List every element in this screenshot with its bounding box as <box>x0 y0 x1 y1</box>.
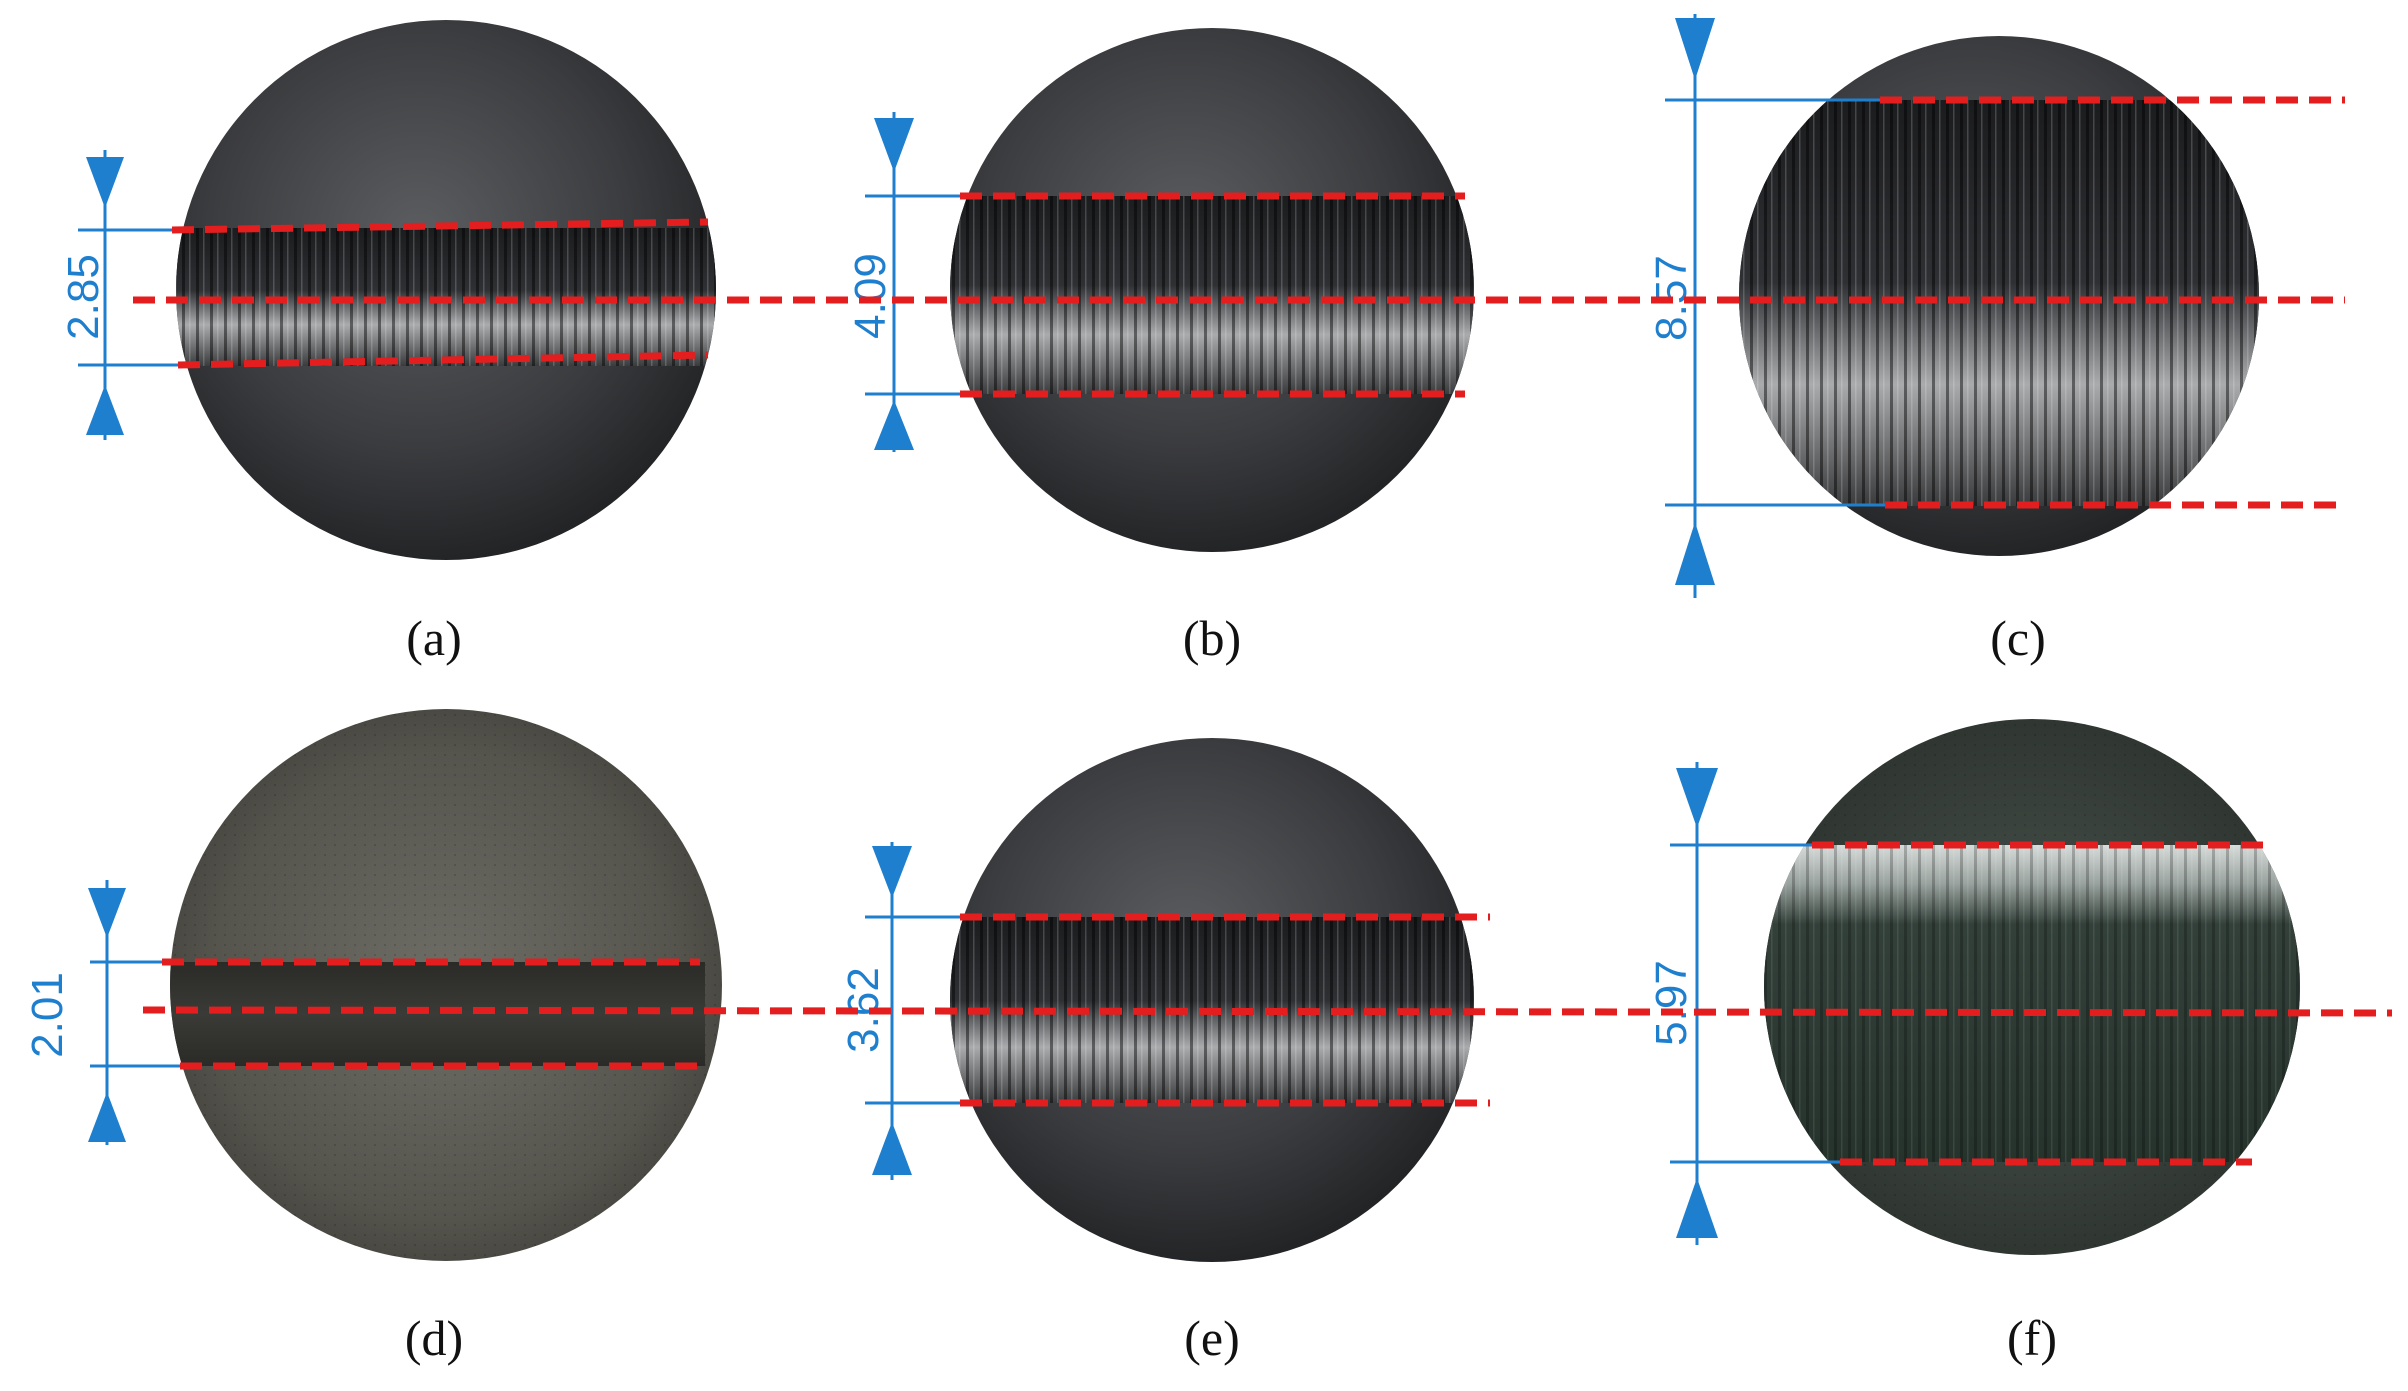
wear-track-guide-lines-e <box>960 913 1490 1107</box>
wear-track-guide-lines-b <box>960 192 1465 398</box>
panel-f: 5.97 (f) <box>1647 719 2300 1366</box>
caption-d: (d) <box>405 1310 463 1366</box>
specimen-photo-a <box>176 20 716 560</box>
dimension-marker-b <box>865 112 960 452</box>
dimension-marker-c <box>1665 14 1885 598</box>
wear-track-guide-lines-d <box>162 958 700 1070</box>
dimension-marker-a <box>78 150 178 440</box>
center-line-bottom-row <box>142 1006 2393 1017</box>
dimension-label-f: 5.97 <box>1647 960 1696 1046</box>
specimen-photo-f <box>1764 719 2300 1255</box>
panel-d: 2.01 (d) <box>23 709 722 1366</box>
panel-e: 3.62 (e) <box>839 738 1490 1366</box>
panel-a: 2.85 (a) <box>59 20 716 666</box>
caption-e: (e) <box>1184 1310 1240 1366</box>
specimen-photo-d <box>170 709 722 1261</box>
wear-track-guide-lines-f <box>1812 841 2270 1166</box>
center-reference-lines <box>133 296 2393 1017</box>
dimension-label-b: 4.09 <box>846 253 895 339</box>
wear-track-guide-lines-c <box>1880 96 2345 509</box>
dimension-label-d: 2.01 <box>23 972 72 1058</box>
specimen-photo-b <box>950 28 1474 552</box>
dimension-marker-d <box>88 880 180 1145</box>
panel-b: 4.09 (b) <box>846 28 1474 666</box>
caption-b: (b) <box>1183 610 1241 666</box>
specimen-photo-e <box>950 738 1474 1262</box>
caption-f: (f) <box>2007 1310 2057 1366</box>
caption-c: (c) <box>1990 610 2046 666</box>
dimension-marker-f <box>1670 762 1840 1245</box>
panel-c: 8.57 (c) <box>1647 14 2345 666</box>
wear-track-guide-lines-a <box>171 218 709 369</box>
dimension-marker-e <box>865 842 960 1180</box>
dimension-label-a: 2.85 <box>59 254 108 340</box>
caption-a: (a) <box>406 610 462 666</box>
specimen-photo-c <box>1739 36 2259 556</box>
